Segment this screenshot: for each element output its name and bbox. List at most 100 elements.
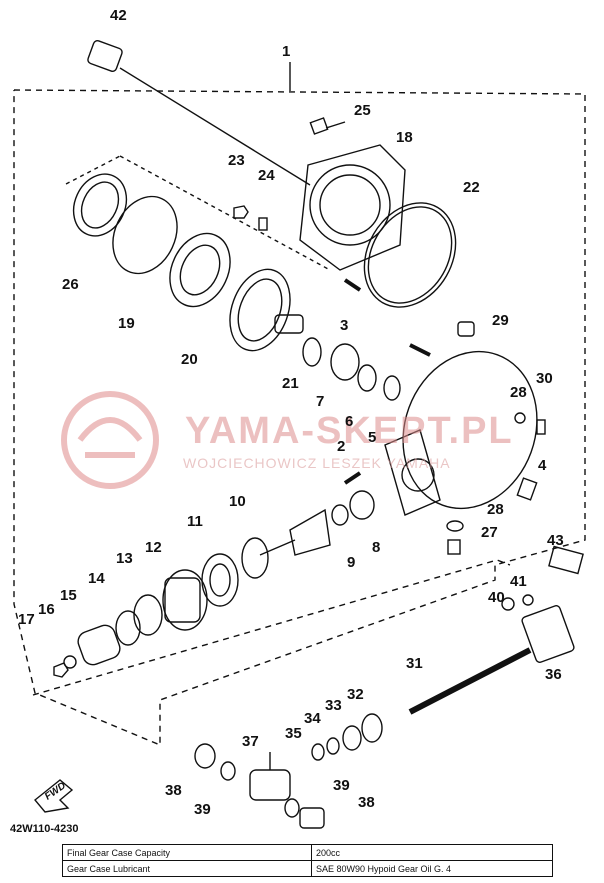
callout-32: 32	[347, 686, 364, 703]
part-2-stud	[343, 471, 362, 485]
callout-12: 12	[145, 539, 162, 556]
part-28-washer-lower	[446, 520, 464, 532]
callout-35: 35	[285, 725, 302, 742]
part-16-washer	[63, 655, 77, 669]
callout-39-right: 39	[333, 777, 350, 794]
callout-38-right: 38	[358, 794, 375, 811]
part-30-bolt	[536, 419, 546, 435]
callout-41: 41	[510, 573, 527, 590]
spec-value: 200cc	[311, 844, 553, 861]
part-27-bolt	[447, 539, 461, 555]
callout-8: 8	[372, 539, 381, 556]
part-13-circlip	[133, 594, 163, 636]
spec-value: SAE 80W90 Hypoid Gear Oil G. 4	[311, 860, 553, 877]
table-row: Gear Case Lubricant SAE 80W90 Hypoid Gea…	[62, 860, 553, 877]
callout-9: 9	[347, 554, 356, 571]
callout-34: 34	[304, 710, 321, 727]
part-28-washer	[514, 412, 526, 424]
callout-21: 21	[282, 375, 299, 392]
diagram-code: 42W110-4230	[10, 823, 79, 835]
part-15-coupling	[77, 624, 121, 666]
spec-table: Final Gear Case Capacity 200cc Gear Case…	[62, 844, 553, 877]
part-34-washer	[326, 737, 340, 755]
callout-18: 18	[396, 129, 413, 146]
part-3-stud	[343, 278, 362, 292]
part-35-clip	[311, 743, 325, 761]
part-8-bearing	[349, 490, 375, 520]
callout-23: 23	[228, 152, 245, 169]
part-41-washer	[522, 594, 534, 606]
callout-20: 20	[181, 351, 198, 368]
part-6-shim	[357, 364, 377, 392]
group-callout: 1	[282, 43, 291, 60]
callout-33: 33	[325, 697, 342, 714]
pinion-gear	[259, 508, 331, 556]
part-40-nut	[501, 597, 515, 611]
callout-15: 15	[60, 587, 77, 604]
callout-19: 19	[118, 315, 135, 332]
callout-7: 7	[316, 393, 325, 410]
part-12-housing	[162, 569, 208, 631]
callout-11: 11	[187, 513, 203, 530]
callout-39-left: 39	[194, 801, 211, 818]
part-31-drive-shaft	[408, 605, 575, 715]
part-32-bearing	[361, 713, 383, 743]
part-18-cover	[299, 144, 406, 271]
part-9-shim	[331, 504, 349, 526]
callout-27: 27	[481, 524, 498, 541]
watermark-logo	[61, 391, 159, 489]
callout-26: 26	[62, 276, 79, 293]
part-17-nut	[53, 662, 69, 678]
spec-label: Gear Case Lubricant	[62, 860, 312, 877]
callout-38-left: 38	[165, 782, 182, 799]
ring-gear	[229, 268, 304, 352]
callout-30: 30	[536, 370, 553, 387]
final-gear-case	[384, 350, 538, 516]
part-23-nut	[233, 205, 249, 219]
callout-3: 3	[340, 317, 349, 334]
part-26-seal	[72, 173, 128, 237]
callout-28: 28	[510, 384, 527, 401]
callout-42: 42	[110, 7, 127, 24]
part-14-seal	[115, 610, 141, 646]
callout-31: 31	[406, 655, 423, 672]
callout-2: 2	[337, 438, 346, 455]
callout-5: 5	[368, 429, 377, 446]
watermark-title: YAMA-SKEPT.PL	[185, 410, 514, 452]
callout-25: 25	[354, 102, 371, 119]
callout-28-lower: 28	[487, 501, 504, 518]
part-29-cap	[457, 321, 475, 337]
callout-29: 29	[492, 312, 509, 329]
callout-24: 24	[258, 167, 275, 184]
callout-43: 43	[547, 532, 564, 549]
callout-4: 4	[538, 457, 547, 474]
callout-6: 6	[345, 413, 354, 430]
callout-36: 36	[545, 666, 562, 683]
callout-22: 22	[463, 179, 480, 196]
part-39-clip-left	[220, 761, 236, 781]
part-37-universal-joint	[249, 752, 291, 801]
callout-10: 10	[229, 493, 246, 510]
part-20-bearing	[169, 232, 231, 308]
fwd-arrow	[34, 779, 74, 813]
part-38-bearing-right	[299, 807, 325, 829]
callout-13: 13	[116, 550, 133, 567]
dashed-group-outline	[13, 89, 586, 747]
part-10-shim	[241, 537, 269, 579]
part-25-bolt	[309, 117, 346, 135]
callout-37: 37	[242, 733, 259, 750]
table-row: Final Gear Case Capacity 200cc	[62, 844, 553, 861]
callout-17: 17	[18, 611, 35, 628]
callout-40: 40	[488, 589, 505, 606]
part-38-bearing-left	[194, 743, 216, 769]
part-24-bolt	[258, 217, 268, 231]
callout-14: 14	[88, 570, 105, 587]
part-5-washer	[383, 375, 401, 401]
part-19-oring	[112, 195, 178, 275]
part-39-clip-right	[284, 798, 300, 818]
watermark-subtitle: WOJCIECHOWICZ LESZEK YAMAHA	[183, 455, 451, 471]
spec-label: Final Gear Case Capacity	[62, 844, 312, 861]
part-7-bearing	[330, 343, 360, 381]
part-42-bushing	[87, 40, 311, 186]
